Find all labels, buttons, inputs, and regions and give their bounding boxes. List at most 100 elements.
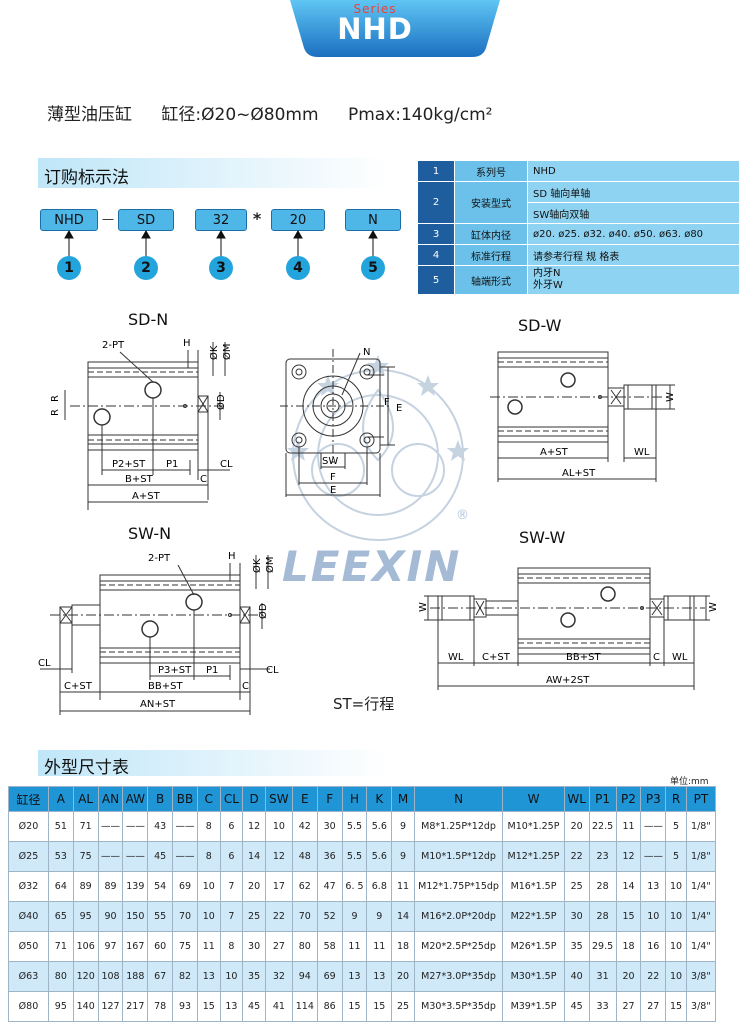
- dims-cell: 10: [665, 901, 687, 932]
- label-cst: C+ST: [64, 681, 93, 692]
- diagram-title-sw-w: SW-W: [519, 528, 566, 547]
- dims-cell: 15: [341, 991, 368, 1022]
- dims-cell: 18: [615, 931, 642, 962]
- dims-cell: M30*3.5P*35dp: [413, 991, 504, 1022]
- dims-cell: 47: [316, 871, 343, 902]
- dims-cell: 10: [665, 961, 687, 992]
- label-r1: R: [50, 395, 61, 402]
- label-wl: WL: [634, 447, 650, 458]
- watermark-reg: ®: [456, 508, 469, 523]
- bore-range: 缸径:Ø20~Ø80mm: [161, 105, 319, 125]
- dims-header-cell: B: [147, 786, 174, 812]
- label-2-pt: 2-PT: [148, 553, 171, 564]
- dims-cell: 29.5: [588, 931, 617, 962]
- code-dash: —: [102, 212, 114, 226]
- diagram-sd-n: 2-PT H ØK ØM ØD R R P2+ST P1 CL B+ST C A…: [50, 338, 233, 510]
- spec-key: 标准行程: [454, 244, 528, 266]
- label-m: ØM: [264, 557, 276, 574]
- dims-cell: ——: [122, 811, 149, 842]
- diagram-title-sd-n: SD-N: [128, 310, 169, 329]
- diagram-front-view: N SW F E F E: [280, 347, 402, 497]
- dims-cell: ——: [122, 841, 149, 872]
- label-w: W: [665, 392, 676, 402]
- label-p1: P1: [166, 459, 178, 470]
- dims-cell: M16*1.5P: [502, 871, 565, 902]
- dims-header-cell: D: [242, 786, 266, 812]
- dims-cell: 70: [291, 901, 318, 932]
- dims-cell: 65: [47, 901, 74, 932]
- dims-cell: 114: [291, 991, 318, 1022]
- code-box-stroke: 20: [271, 209, 325, 231]
- series-name: NHD: [337, 12, 413, 46]
- circle-number-5: 5: [361, 256, 385, 280]
- dims-cell: 71: [72, 811, 99, 842]
- label-anst: AN+ST: [140, 699, 176, 710]
- dims-cell: 8: [219, 931, 244, 962]
- dims-cell: 25: [563, 871, 590, 902]
- dims-cell: 27: [264, 931, 293, 962]
- product-name: 薄型油压缸: [47, 105, 132, 125]
- dims-cell: 28: [588, 901, 617, 932]
- dims-cell: 52: [316, 901, 343, 932]
- diagram-title-sd-w: SD-W: [518, 316, 562, 335]
- dims-cell: 6: [219, 841, 244, 872]
- code-box-mount: SD: [118, 209, 174, 231]
- label-2-pt: 2-PT: [102, 340, 125, 351]
- dims-cell: 14: [615, 871, 642, 902]
- dims-cell: Ø20: [8, 811, 49, 842]
- dims-cell: M10*1.5P*12dp: [413, 841, 504, 872]
- dims-cell: 8: [196, 811, 221, 842]
- dims-cell: 5.5: [341, 811, 368, 842]
- dims-cell: 93: [172, 991, 198, 1022]
- dims-cell: 9: [391, 841, 415, 872]
- spec-row: 2 安装型式 SD 轴向单轴: [417, 181, 740, 224]
- dims-cell: 7: [219, 871, 244, 902]
- dims-header-cell: PT: [685, 786, 717, 812]
- dims-cell: 12: [242, 811, 266, 842]
- dims-cell: 8: [196, 841, 221, 872]
- label-h: H: [228, 551, 236, 562]
- dims-cell: 64: [47, 871, 74, 902]
- dims-cell: M12*1.25P: [502, 841, 565, 872]
- label-d: ØD: [257, 603, 269, 619]
- dims-cell: 51: [47, 811, 74, 842]
- dims-cell: 27: [615, 991, 642, 1022]
- dims-cell: 5.6: [366, 811, 393, 842]
- dims-cell: 42: [291, 811, 318, 842]
- dims-cell: 139: [122, 871, 149, 902]
- dims-cell: 20: [615, 961, 642, 992]
- dims-cell: 10: [640, 901, 667, 932]
- dims-cell: 13: [640, 871, 667, 902]
- label-ast: A+ST: [540, 447, 569, 458]
- dims-cell: M27*3.0P*35dp: [413, 961, 504, 992]
- spec-value: ø20. ø25. ø32. ø40. ø50. ø63. ø80: [527, 223, 740, 245]
- dims-cell: 108: [97, 961, 124, 992]
- dims-cell: 75: [172, 931, 198, 962]
- dims-cell: M22*1.5P: [502, 901, 565, 932]
- watermark-brand: LEEXIN: [282, 542, 462, 591]
- dims-cell: ——: [172, 811, 198, 842]
- diagram-sd-w: W A+ST WL AL+ST: [490, 351, 676, 482]
- label-cl-right: CL: [266, 665, 279, 676]
- dims-cell: M8*1.25P*12dp: [413, 811, 504, 842]
- dims-cell: Ø80: [8, 991, 49, 1022]
- dims-cell: 82: [172, 961, 198, 992]
- dims-cell: M20*2.5P*25dp: [413, 931, 504, 962]
- dims-cell: 16: [640, 931, 667, 962]
- dims-header-cell: C: [196, 786, 221, 812]
- dims-cell: 13: [196, 961, 221, 992]
- label-cl: CL: [220, 459, 233, 470]
- label-alst: AL+ST: [562, 468, 596, 479]
- dims-header-cell: SW: [264, 786, 293, 812]
- dims-cell: 75: [72, 841, 99, 872]
- spec-row: 3 缸体内径 ø20. ø25. ø32. ø40. ø50. ø63. ø80: [417, 223, 740, 245]
- dims-cell: 20: [242, 871, 266, 902]
- dims-cell: 86: [316, 991, 343, 1022]
- dims-cell: 80: [47, 961, 74, 992]
- label-bbst: BB+ST: [566, 652, 601, 663]
- label-sw: SW: [322, 456, 338, 467]
- dims-cell: 94: [291, 961, 318, 992]
- spec-table: 1 系列号 NHD 2 安装型式 SD 轴向单轴 SW轴向双轴 3 缸体内径 ø…: [417, 160, 740, 295]
